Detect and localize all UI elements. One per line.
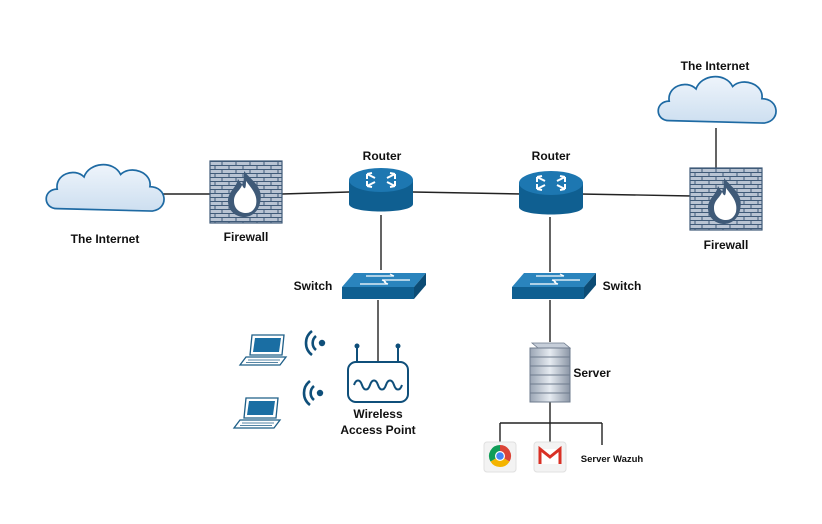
router-left-label: Router — [363, 149, 402, 163]
internet-left-label: The Internet — [71, 232, 140, 246]
switch-right-label: Switch — [603, 279, 642, 293]
switch-icon — [511, 272, 597, 300]
gmail-icon — [533, 441, 567, 473]
internet-right-label: The Internet — [681, 59, 750, 73]
laptop-icon — [233, 397, 281, 429]
wap-label-line2: Access Point — [340, 423, 415, 437]
router-icon — [518, 170, 584, 216]
link-router-firewall-right — [579, 193, 693, 197]
server-wazuh-label: Server Wazuh — [581, 454, 644, 465]
router-icon — [348, 167, 414, 213]
router-right-label: Router — [532, 149, 571, 163]
wap-label-line1: Wireless — [353, 407, 403, 421]
access-point-icon — [347, 343, 409, 403]
switch-icon — [341, 272, 427, 300]
cloud-icon — [657, 75, 777, 124]
chrome-icon — [483, 441, 517, 473]
firewall-right-label: Firewall — [704, 238, 749, 252]
cloud-icon — [45, 163, 165, 212]
firewall-left-label: Firewall — [224, 230, 269, 244]
link-firewall-router-left — [281, 191, 350, 195]
connection-lines — [158, 128, 717, 445]
firewall-icon — [209, 160, 283, 224]
server-label: Server — [573, 366, 611, 380]
wifi-icon — [302, 379, 325, 407]
link-router-router — [412, 191, 523, 195]
switch-left-label: Switch — [294, 279, 333, 293]
wifi-icon — [304, 329, 327, 357]
server-icon — [529, 342, 571, 403]
laptop-icon — [239, 334, 287, 366]
firewall-icon — [689, 167, 763, 231]
